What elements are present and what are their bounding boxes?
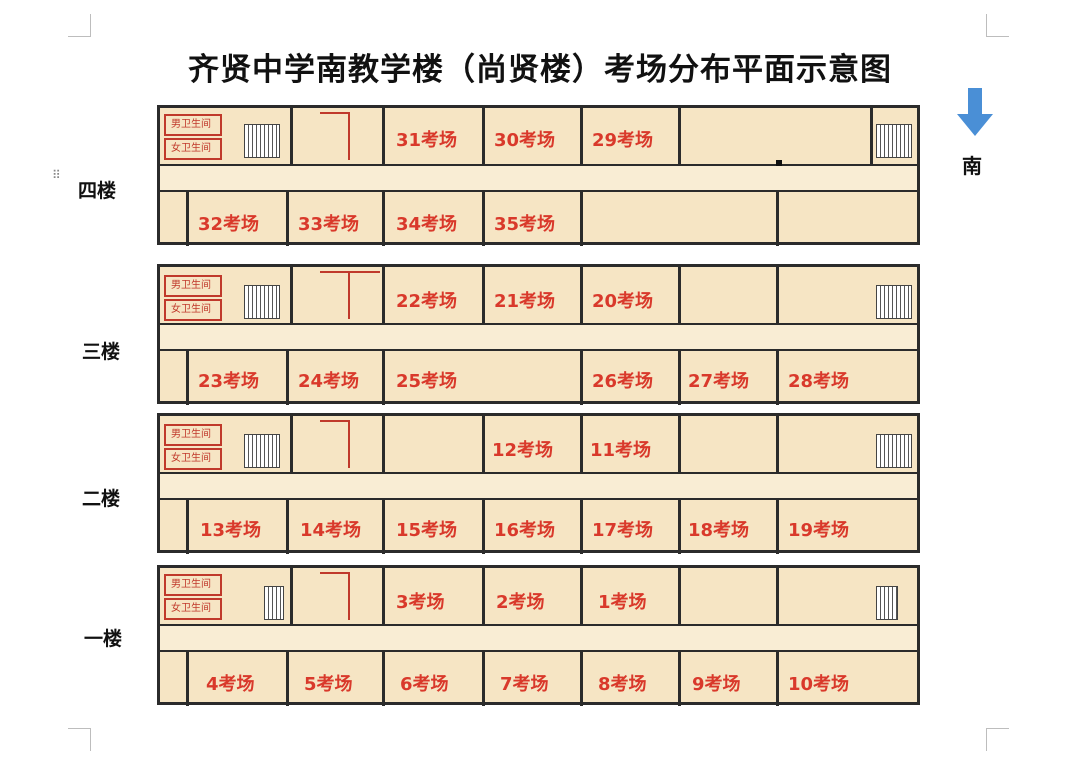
restroom-women: 女卫生间 xyxy=(164,299,222,321)
stairs-east xyxy=(876,434,912,468)
floor-plan-3: 男卫生间 女卫生间 22考场 21考场 20考场 23考场 24考场 25考场 … xyxy=(157,264,920,405)
crop-mark-top-right xyxy=(986,14,1009,37)
restroom-men: 男卫生间 xyxy=(164,574,222,596)
restroom-women: 女卫生间 xyxy=(164,138,222,160)
room-2: 2考场 xyxy=(496,592,545,613)
room-15: 15考场 xyxy=(396,520,458,541)
room-17: 17考场 xyxy=(592,520,654,541)
room-3: 3考场 xyxy=(396,592,445,613)
room-10: 10考场 xyxy=(788,674,850,695)
room-6: 6考场 xyxy=(400,674,449,695)
room-28: 28考场 xyxy=(788,371,850,392)
room-11: 11考场 xyxy=(590,440,652,461)
room-23: 23考场 xyxy=(198,371,260,392)
restroom-women: 女卫生间 xyxy=(164,448,222,470)
floor-label-3: 三楼 xyxy=(82,341,121,363)
room-34: 34考场 xyxy=(396,214,458,235)
room-16: 16考场 xyxy=(494,520,556,541)
floor-plan-4: 男卫生间 女卫生间 31考场 30考场 29考场 32考场 33考场 34考场 … xyxy=(157,105,920,246)
corridor xyxy=(160,474,917,498)
restroom-men: 男卫生间 xyxy=(164,275,222,297)
stairs-east xyxy=(876,285,912,319)
stairs-west xyxy=(244,434,280,468)
room-4: 4考场 xyxy=(206,674,255,695)
drag-handle-icon[interactable]: ⠿ xyxy=(52,168,61,182)
room-14: 14考场 xyxy=(300,520,362,541)
floor-label-4: 四楼 xyxy=(78,180,117,202)
restroom-men: 男卫生间 xyxy=(164,114,222,136)
room-20: 20考场 xyxy=(592,291,654,312)
room-27: 27考场 xyxy=(688,371,750,392)
stairs-west xyxy=(244,124,280,158)
floor-label-1: 一楼 xyxy=(84,628,123,650)
restroom-women: 女卫生间 xyxy=(164,598,222,620)
room-24: 24考场 xyxy=(298,371,360,392)
room-22: 22考场 xyxy=(396,291,458,312)
room-31: 31考场 xyxy=(396,130,458,151)
room-9: 9考场 xyxy=(692,674,741,695)
room-1: 1考场 xyxy=(598,592,647,613)
room-18: 18考场 xyxy=(688,520,750,541)
arrow-down-icon xyxy=(957,88,993,136)
room-25: 25考场 xyxy=(396,371,458,392)
floor-plan-2: 男卫生间 女卫生间 12考场 11考场 13考场 14考场 15考场 16考场 … xyxy=(157,413,920,554)
direction-label: 南 xyxy=(962,154,982,178)
floor-label-2: 二楼 xyxy=(82,488,121,510)
room-29: 29考场 xyxy=(592,130,654,151)
room-19: 19考场 xyxy=(788,520,850,541)
corridor xyxy=(160,325,917,349)
room-13: 13考场 xyxy=(200,520,262,541)
room-32: 32考场 xyxy=(198,214,260,235)
room-21: 21考场 xyxy=(494,291,556,312)
room-30: 30考场 xyxy=(494,130,556,151)
room-5: 5考场 xyxy=(304,674,353,695)
stairs-west xyxy=(264,586,284,620)
room-33: 33考场 xyxy=(298,214,360,235)
floor-plan-1: 男卫生间 女卫生间 3考场 2考场 1考场 4考场 5考场 6考场 7考场 8考… xyxy=(157,565,920,706)
stairs-east xyxy=(876,124,912,158)
room-35: 35考场 xyxy=(494,214,556,235)
diagram-title: 齐贤中学南教学楼（尚贤楼）考场分布平面示意图 xyxy=(188,52,892,88)
corridor xyxy=(160,166,917,190)
stairs-east xyxy=(876,586,898,620)
stairs-west xyxy=(244,285,280,319)
crop-mark-bottom-right xyxy=(986,728,1009,751)
room-7: 7考场 xyxy=(500,674,549,695)
crop-mark-top-left xyxy=(68,14,91,37)
restroom-men: 男卫生间 xyxy=(164,424,222,446)
corridor xyxy=(160,626,917,650)
room-12: 12考场 xyxy=(492,440,554,461)
room-8: 8考场 xyxy=(598,674,647,695)
room-26: 26考场 xyxy=(592,371,654,392)
crop-mark-bottom-left xyxy=(68,728,91,751)
